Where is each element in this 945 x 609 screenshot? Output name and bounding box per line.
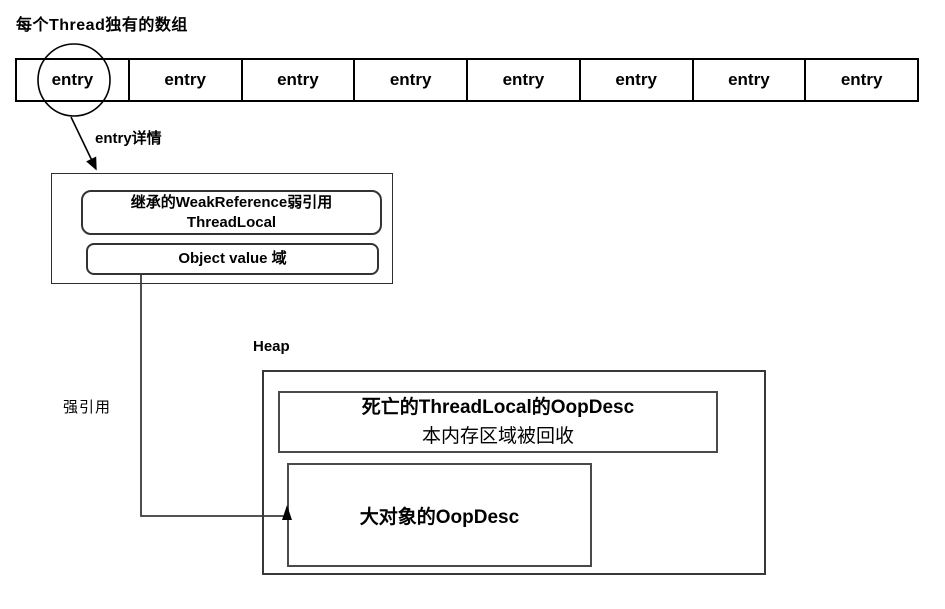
entry-cell: entry <box>17 60 130 100</box>
heap-box: 死亡的ThreadLocal的OopDesc 本内存区域被回收 大对象的OopD… <box>262 370 766 575</box>
diagram-title: 每个Thread独有的数组 <box>16 17 188 34</box>
entry-cell: entry <box>581 60 694 100</box>
entry-cell: entry <box>355 60 468 100</box>
weak-reference-box: 继承的WeakReference弱引用 ThreadLocal <box>81 190 382 235</box>
entry-detail-box: 继承的WeakReference弱引用 ThreadLocal Object v… <box>51 173 393 284</box>
entry-cell: entry <box>243 60 356 100</box>
dead-threadlocal-line2: 本内存区域被回收 <box>421 426 574 447</box>
dead-threadlocal-line1: 死亡的ThreadLocal的OopDesc <box>361 397 635 418</box>
entry-detail-label: entry详情 <box>95 130 162 147</box>
entry-cell: entry <box>694 60 807 100</box>
heap-label: Heap <box>253 338 290 355</box>
entry-cell: entry <box>130 60 243 100</box>
big-object-box: 大对象的OopDesc <box>287 463 592 567</box>
entry-cell: entry <box>840 70 883 89</box>
object-value-box: Object value 域 <box>86 243 379 275</box>
dead-threadlocal-box: 死亡的ThreadLocal的OopDesc 本内存区域被回收 <box>278 391 718 453</box>
weak-reference-line1: 继承的WeakReference弱引用 <box>130 193 333 211</box>
strong-reference-label: 强引用 <box>63 399 112 416</box>
entry-cell: entry <box>468 60 581 100</box>
weak-reference-line2: ThreadLocal <box>186 213 277 231</box>
entry-detail-arrow <box>70 116 97 171</box>
